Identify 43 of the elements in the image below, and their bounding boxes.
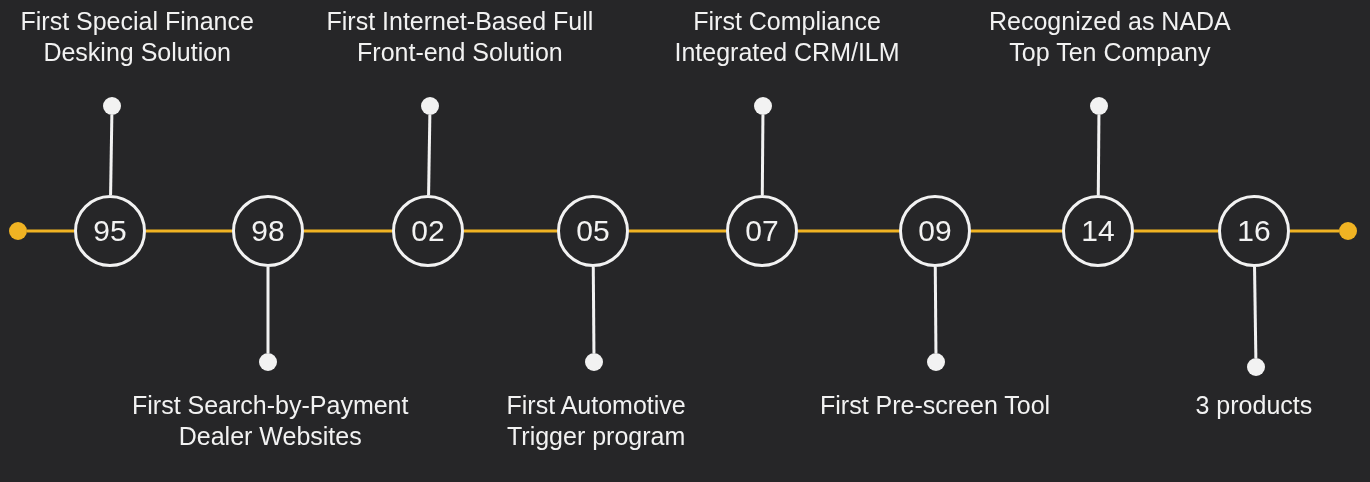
dot-marker [421, 97, 439, 115]
dot-marker [1339, 222, 1357, 240]
timeline-line [1134, 229, 1218, 233]
year-circle: 16 [1218, 195, 1290, 267]
dot-marker [259, 353, 277, 371]
dot-marker [9, 222, 27, 240]
connector-line [760, 115, 765, 195]
timeline-line [629, 229, 726, 233]
timeline-line [27, 229, 74, 233]
timeline-line [304, 229, 392, 233]
dot-marker [103, 97, 121, 115]
connector-line [1096, 115, 1101, 195]
milestone-text: First Search-by-Payment Dealer Websites [132, 390, 409, 452]
connector-line [427, 114, 432, 196]
milestone-text: First Compliance Integrated CRM/ILM [674, 6, 900, 68]
timeline-line [798, 229, 899, 233]
year-circle: 14 [1062, 195, 1134, 267]
dot-marker [927, 353, 945, 371]
connector-line [591, 267, 596, 353]
timeline-line [146, 229, 232, 233]
milestone-text: 3 products [1195, 390, 1313, 421]
year-circle: 09 [899, 195, 971, 267]
connector-line [1253, 266, 1258, 359]
dot-marker [585, 353, 603, 371]
dot-marker [1090, 97, 1108, 115]
milestone-text: First Pre-screen Tool [820, 390, 1051, 421]
milestone-text: First Special Finance Desking Solution [20, 6, 254, 68]
connector-line [266, 267, 270, 353]
year-circle: 07 [726, 195, 798, 267]
milestone-text: First Automotive Trigger program [506, 390, 686, 452]
year-circle: 05 [557, 195, 629, 267]
connector-line [109, 114, 114, 196]
connector-line [933, 267, 938, 353]
timeline-line [1290, 229, 1339, 233]
timeline-line [971, 229, 1062, 233]
dot-marker [1247, 358, 1265, 376]
year-circle: 95 [74, 195, 146, 267]
timeline-line [464, 229, 557, 233]
year-circle: 02 [392, 195, 464, 267]
milestone-text: Recognized as NADA Top Ten Company [989, 6, 1231, 68]
year-circle: 98 [232, 195, 304, 267]
milestone-text: First Internet-Based Full Front-end Solution [326, 6, 594, 68]
dot-marker [754, 97, 772, 115]
